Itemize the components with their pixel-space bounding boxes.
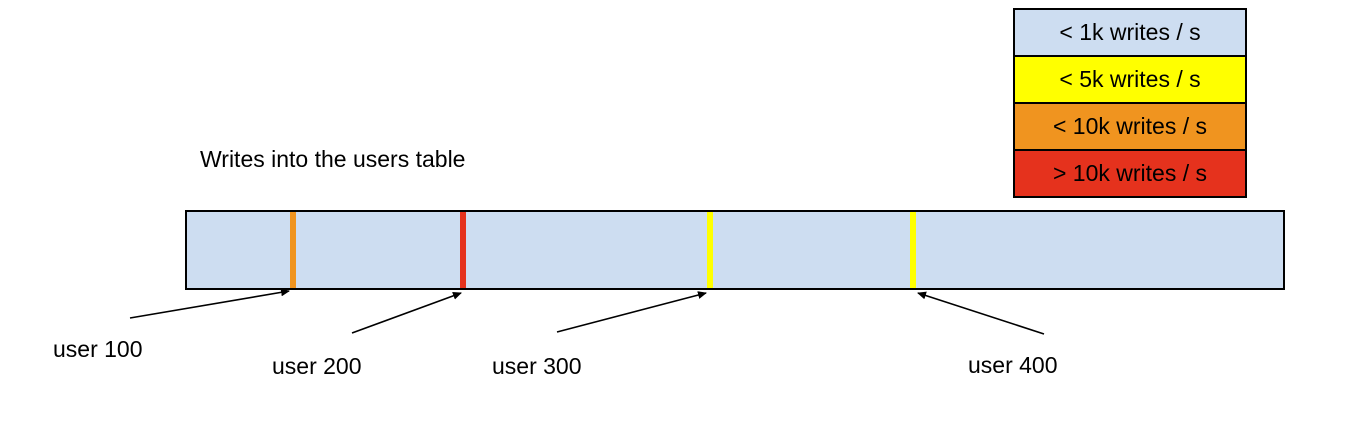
label-user-200: user 200 [272,353,362,379]
hot-key-marker-user-400 [910,212,916,288]
arrow-user-400 [917,291,1045,335]
arrow-user-200 [351,292,462,334]
legend-item-gt10k: > 10k writes / s [1015,149,1245,196]
arrow-user-100 [129,288,290,319]
users-table-bar [185,210,1285,290]
label-user-400: user 400 [968,352,1058,378]
diagram-title: Writes into the users table [200,146,466,172]
legend-item-label: < 5k writes / s [1059,66,1201,92]
arrow-user-300 [556,291,707,333]
hot-key-marker-user-300 [707,212,713,288]
label-user-100: user 100 [53,336,143,362]
legend-item-lt10k: < 10k writes / s [1015,102,1245,149]
legend-item-label: < 1k writes / s [1059,19,1201,45]
legend-item-label: > 10k writes / s [1052,160,1208,186]
legend-item-lt1k: < 1k writes / s [1015,10,1245,55]
hot-key-marker-user-200 [460,212,466,288]
write-rate-legend: < 1k writes / s < 5k writes / s < 10k wr… [1013,8,1247,198]
legend-item-lt5k: < 5k writes / s [1015,55,1245,102]
legend-item-label: < 10k writes / s [1052,113,1208,139]
hot-key-marker-user-100 [290,212,296,288]
label-user-300: user 300 [492,353,582,379]
